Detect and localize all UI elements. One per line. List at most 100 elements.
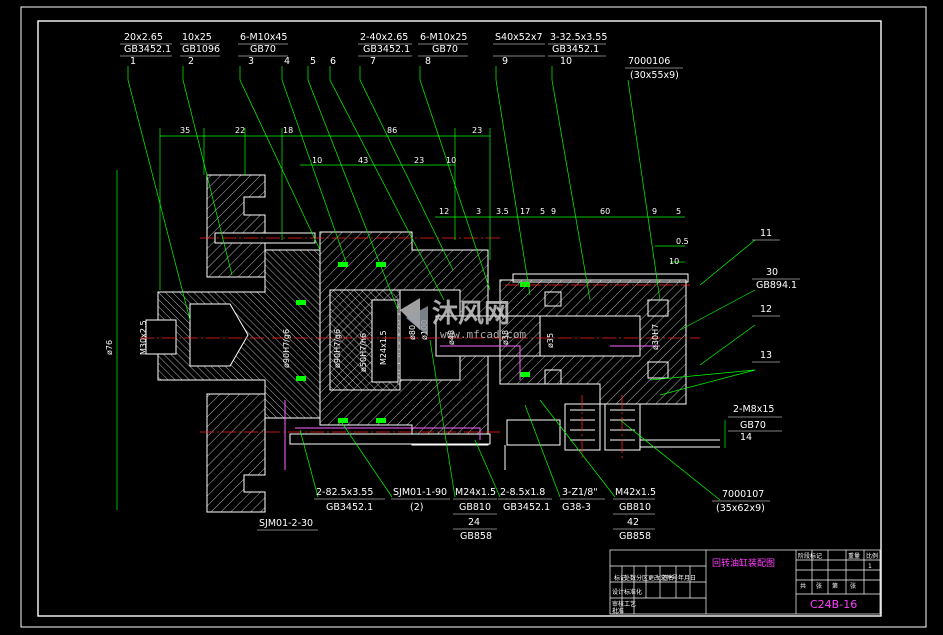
right-callouts: 11 30 GB894.1 12 13 2-M8x15 GB70 14 7000… — [712, 228, 800, 514]
dim-d80: ø80 — [408, 325, 417, 340]
tb-cell-16: 张 — [816, 582, 822, 590]
oil-passages — [284, 345, 660, 470]
callout-10: 3-32.5x3.55 GB3452.1 10 — [548, 32, 607, 67]
callout-3: 6-M10x45 GB70 3 — [238, 32, 288, 67]
top-callouts: 20x2.65 GB3452.1 1 10x25 GB1096 2 6-M10x… — [120, 32, 683, 81]
dim-86: 86 — [387, 126, 397, 135]
callout-8-num: 8 — [425, 56, 431, 67]
callout-m24-std: GB810 — [459, 502, 491, 513]
tb-cell-5: 年月日 — [678, 574, 696, 582]
fitting-2 — [604, 403, 641, 451]
end-cap — [206, 174, 266, 278]
callout-2-std: GB1096 — [182, 44, 220, 55]
callout-30-spec: 30 — [766, 267, 778, 278]
dim-12: 12 — [439, 207, 449, 216]
callout-10-std: GB3452.1 — [552, 44, 599, 55]
bolt-bottom — [289, 433, 491, 445]
dim-5a: 5 — [540, 207, 545, 216]
callout-30-std: GB894.1 — [756, 280, 797, 291]
dim-3: 3 — [476, 207, 481, 216]
callout-2-num: 2 — [188, 56, 194, 67]
tb-cell-11: 阶段标记 — [798, 552, 822, 560]
bearing-bottom-spec: 7000107 — [722, 489, 764, 500]
dim-10b: 10 — [446, 156, 456, 165]
dim-17: 17 — [520, 207, 530, 216]
dim-d90b: ø90H7/g6 — [333, 329, 342, 368]
leader-lines — [127, 66, 756, 501]
callout-13-num: 13 — [760, 350, 772, 361]
bearing-left-top — [544, 291, 562, 307]
fitting-pipe — [504, 419, 561, 470]
dim-23a: 23 — [472, 126, 482, 135]
bearing-bottom — [647, 361, 669, 379]
dim-22: 22 — [235, 126, 245, 135]
callout-sjm01-1-90: SJM01-1-90 — [393, 487, 447, 498]
dim-9a: 9 — [551, 207, 556, 216]
dim-0-5: 0.5 — [676, 237, 689, 246]
dim-d35: ø35 — [546, 333, 555, 348]
callout-10-num: 10 — [560, 56, 572, 67]
dim-60: 60 — [600, 207, 610, 216]
callout-3-spec: 6-M10x45 — [240, 32, 287, 43]
tb-cell-13: 比例 — [866, 552, 878, 560]
dim-d50: ø50H7/h6 — [359, 333, 368, 372]
callout-9: S40x52x7 9 — [493, 32, 545, 67]
callout-o-ring-std: GB3452.1 — [326, 502, 373, 513]
dim-43: 43 — [358, 156, 368, 165]
bearing-top-spec: 7000106 — [628, 56, 670, 67]
drawing-number: C24B-16 — [810, 598, 857, 611]
shaft-bore — [189, 303, 249, 367]
shaft-thread — [145, 319, 177, 355]
callout-sjm01-qty: (2) — [410, 502, 423, 513]
callout-7-std: GB3452.1 — [363, 44, 410, 55]
callout-14-num: 14 — [740, 432, 752, 443]
callout-m24-num: 24 — [468, 517, 480, 528]
bottom-callouts: 2-82.5x3.55 GB3452.1 SJM01-2-30 SJM01-1-… — [257, 487, 656, 542]
title-block — [609, 549, 881, 615]
callout-2-spec: 10x25 — [182, 32, 212, 43]
callout-m42-std: GB810 — [619, 502, 651, 513]
callout-m42-gb858: GB858 — [619, 531, 651, 542]
callout-5-num: 5 — [310, 56, 316, 67]
dim-5b: 5 — [676, 207, 681, 216]
outer-border — [20, 6, 927, 628]
callout-1-spec: 20x2.65 — [124, 32, 163, 43]
callout-8-spec: 6-M10x25 — [420, 32, 467, 43]
callout-14-spec: 2-M8x15 — [733, 404, 774, 415]
drawing-title: 回转油缸装配图 — [712, 557, 775, 569]
bearing-top-size: (30x55x9) — [630, 70, 679, 81]
dimension-lines — [116, 128, 685, 510]
dim-35: 35 — [180, 126, 190, 135]
tb-cell-1: 处数 — [624, 574, 636, 582]
dim-18: 18 — [283, 126, 293, 135]
callout-bearing-top: 7000106 (30x55x9) — [625, 56, 683, 81]
callout-1-std: GB3452.1 — [124, 44, 171, 55]
top-dimensions: 35 22 18 86 23 10 43 23 10 12 3 3.5 17 5… — [180, 126, 689, 266]
callout-m24-gb858: GB858 — [460, 531, 492, 542]
tb-cell-8: 审核 — [612, 600, 624, 608]
callout-4-num: 4 — [284, 56, 290, 67]
callout-14-std: GB70 — [740, 420, 766, 431]
callout-plug-spec: 3-Z1/8" — [562, 487, 598, 498]
callout-m42-num: 42 — [627, 517, 639, 528]
bearing-left-bottom — [544, 369, 562, 385]
tb-cell-10: 批准 — [612, 607, 624, 615]
tb-cell-2: 分区 — [636, 574, 648, 582]
tb-cell-9: 工艺 — [624, 600, 636, 608]
watermark-logo-icon — [400, 298, 428, 336]
callout-1-num: 1 — [130, 56, 136, 67]
watermark-site: www.mfcad.com — [440, 328, 526, 341]
valve-bore — [539, 315, 641, 357]
dim-d38: ø38 — [501, 330, 510, 345]
tb-cell-6: 设计 — [612, 588, 624, 596]
callout-1: 20x2.65 GB3452.1 1 — [120, 32, 172, 67]
callout-m24-spec: M24x1.5 — [455, 487, 496, 498]
bearing-top — [647, 299, 669, 317]
piston-core — [371, 299, 399, 383]
tb-cell-18: 张 — [850, 582, 856, 590]
section-view — [140, 174, 720, 513]
dim-9b: 9 — [652, 207, 657, 216]
tb-cell-4: 签名 — [662, 574, 674, 582]
centerlines — [140, 237, 700, 460]
callout-9-num: 9 — [502, 56, 508, 67]
